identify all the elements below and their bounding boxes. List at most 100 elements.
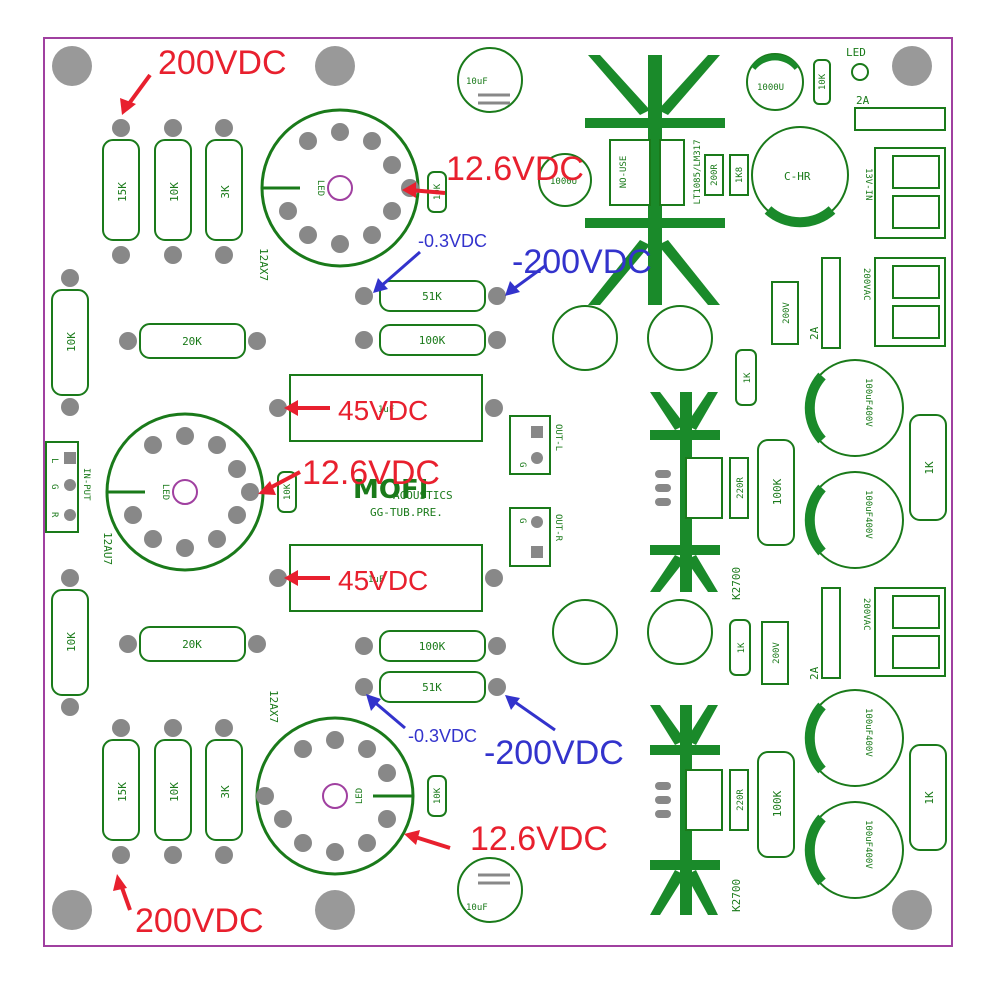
heatsink-mid	[650, 392, 720, 592]
terminal-200vac-bottom	[821, 587, 946, 679]
voltage-neg200-bottom: -200VDC	[484, 734, 624, 772]
diode-200v-top-label: 200V	[782, 302, 792, 324]
k2700-bottom-label: K2700	[730, 879, 743, 912]
resistor-group-top-left	[51, 139, 486, 841]
out-l-ground-label: G	[517, 462, 527, 467]
svg-text:MOFI: MOFI	[353, 475, 428, 505]
brand-line-1: ACOUSTICS	[393, 489, 453, 502]
voltage-200vdc-bottom: 200VDC	[135, 902, 264, 940]
mosfet-pads	[655, 470, 671, 818]
voltage-neg03-bottom: -0.3VDC	[408, 726, 477, 746]
cap-10uf-bottom-label: 10uF	[466, 903, 488, 913]
led-label: LED	[846, 46, 866, 59]
cap-100uf-2-label: 100uF400V	[863, 490, 873, 539]
resistor-51k-bottom-label: 51K	[422, 681, 442, 694]
resistor-10k-led-label: 10K	[818, 73, 828, 90]
cap-c-hr	[751, 126, 849, 228]
resistor-1k-low-label: 1K	[737, 642, 747, 653]
terminal-200vac-bottom-label: 200VAC	[861, 598, 871, 631]
cap-c-hr-label: C-HR	[784, 170, 811, 183]
resistor-pads	[61, 119, 506, 864]
red-arrows	[113, 73, 451, 911]
cap-100uf-3-label: 100uF400V	[863, 708, 873, 757]
fuse-2a-bottom-label: 2A	[808, 666, 821, 680]
voltage-200vdc-top: 200VDC	[158, 44, 287, 82]
cap-100uf-1-label: 100uF400V	[863, 378, 873, 427]
out-r-ground-label: G	[517, 518, 527, 523]
voltage-12v6-top: 12.6VDC	[446, 150, 584, 188]
resistor-15k-top-label: 15K	[116, 182, 129, 202]
heatsink-top	[585, 55, 725, 305]
voltage-neg03-top: -0.3VDC	[418, 231, 487, 251]
resistor-10k-left-top-label: 10K	[65, 332, 78, 352]
resistor-200r-label: 200R	[710, 164, 720, 186]
resistor-10k-bottom-label: 10K	[168, 782, 181, 802]
tube-top-led-label: LED	[315, 180, 325, 196]
out-l-label: OUT-L	[553, 424, 563, 451]
input-connector	[45, 441, 79, 533]
fuse-2a-top-label: 2A	[856, 94, 870, 107]
terminal-200vac-top	[821, 257, 946, 349]
tube-socket-mid	[105, 412, 265, 572]
tube-mid-label: 12AU7	[101, 532, 114, 565]
diode-200v-blocks	[761, 281, 799, 685]
voltage-neg200-top: -200VDC	[512, 243, 652, 281]
cap-1000u-group	[538, 53, 804, 207]
resistor-100k-supply-top-label: 100K	[771, 478, 784, 505]
coupling-cap-pads	[269, 399, 503, 587]
resistor-220r-bottom-label: 220R	[736, 789, 746, 811]
tube-bottom-led-label: LED	[355, 788, 365, 804]
voltage-12v6-mid: 12.6VDC	[302, 454, 440, 492]
resistor-20k-top-label: 20K	[182, 335, 202, 348]
regulator-label: LT1085/LM317	[693, 139, 703, 204]
resistor-100k-supply-bottom-label: 100K	[771, 790, 784, 817]
resistor-15k-bottom-label: 15K	[116, 782, 129, 802]
blue-arrows	[366, 250, 556, 732]
input-connector-label: IN-PUT	[81, 468, 91, 501]
resistor-3k-top-label: 3K	[219, 185, 232, 199]
brand-logo: MOFI	[353, 475, 428, 505]
brand-line-2: GG-TUB.PRE.	[370, 506, 443, 519]
tube-bottom-label: 12AX7	[267, 690, 280, 723]
resistor-1k-right-top-label: 1K	[923, 461, 936, 475]
tube-top-label: 12AX7	[257, 248, 270, 281]
resistor-10k-heat-mid-label: 10K	[283, 483, 293, 500]
resistor-1k-right-bottom-label: 1K	[923, 791, 936, 805]
resistor-10k-heat-bottom-label: 10K	[433, 787, 443, 804]
resistor-10k-left-bottom-label: 10K	[65, 632, 78, 652]
no-use-label: NO-USE	[619, 156, 629, 189]
input-pin-g: G	[49, 484, 59, 489]
led-icon	[851, 63, 869, 81]
output-connectors	[509, 415, 551, 567]
tube-socket-top	[260, 108, 420, 268]
voltage-12v6-bottom: 12.6VDC	[470, 820, 608, 858]
cap-1000u-mid-label: 1000U	[550, 177, 577, 187]
resistor-3k-bottom-label: 3K	[219, 785, 232, 799]
resistor-20k-bottom-label: 20K	[182, 638, 202, 651]
terminal-200vac-top-label: 200VAC	[861, 268, 871, 301]
resistor-1k-mid-label: 1K	[743, 372, 753, 383]
mosfet-blocks	[685, 457, 749, 831]
small-cap-lines	[478, 93, 510, 885]
regulator-block	[609, 139, 749, 206]
led-resistor	[813, 59, 831, 105]
resistor-10k-top-label: 10K	[168, 182, 181, 202]
cap-1000u-top-label: 1000U	[757, 83, 784, 93]
fuse-2a-mid-label: 2A	[808, 326, 821, 340]
voltage-45vdc-bottom: 45VDC	[338, 565, 428, 596]
filter-caps	[804, 359, 904, 899]
cap-1uf-bottom-label: 1uF	[368, 575, 384, 585]
resistor-1k8-label: 1K8	[735, 167, 745, 183]
input-pin-l: L	[49, 458, 59, 463]
terminal-13v-in	[874, 147, 946, 239]
cap-1uf-top-label: 1uF	[378, 405, 394, 415]
fuse-2a-top	[854, 107, 946, 131]
supply-1k-resistors	[729, 349, 757, 676]
resistor-100k-top-label: 100K	[419, 334, 446, 347]
tube-socket-bottom	[255, 716, 415, 876]
cap-10uf-label: 10uF	[466, 77, 488, 87]
out-r-label: OUT-R	[553, 514, 563, 542]
right-1k-resistors	[909, 414, 947, 851]
resistor-51k-top-label: 51K	[422, 290, 442, 303]
